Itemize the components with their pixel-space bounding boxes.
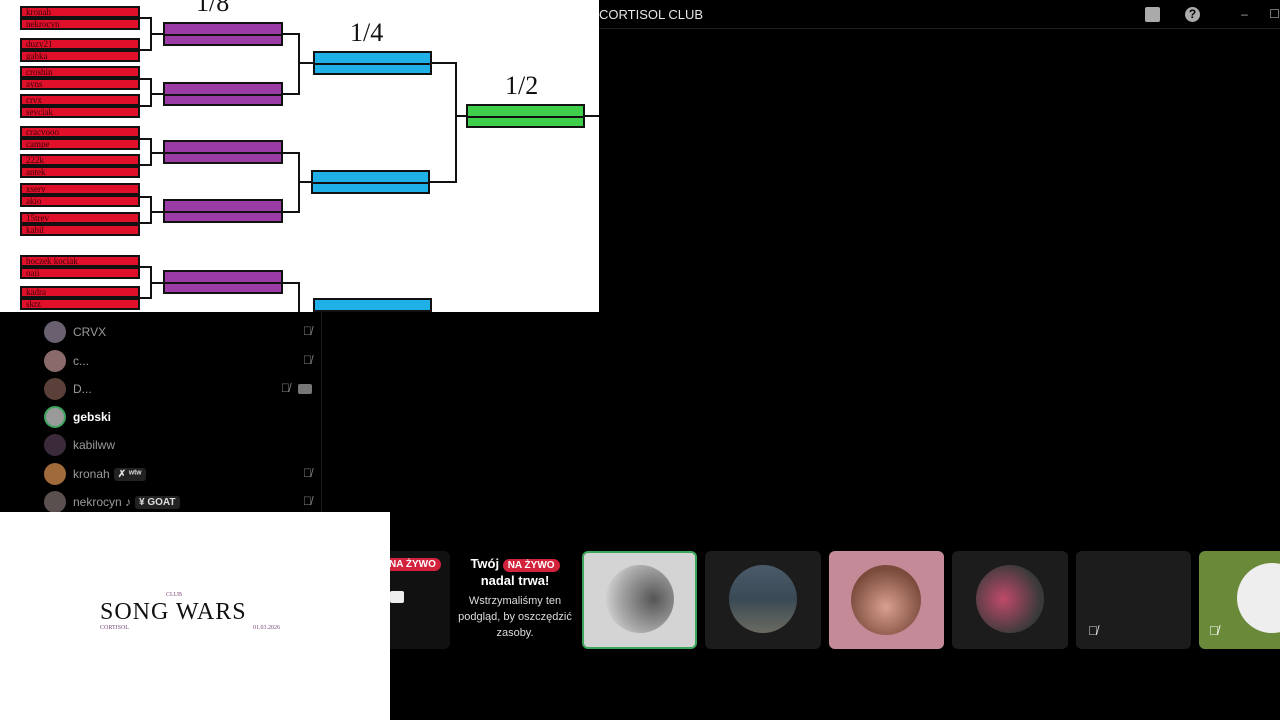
screen-icon (390, 591, 404, 603)
participant-tile[interactable]: 🎙̸ (1076, 551, 1191, 649)
participant-tile[interactable] (582, 551, 697, 649)
participant-tile[interactable]: 🎙̸ (1199, 551, 1280, 649)
member-name: nekrocyn ♪ (73, 495, 132, 509)
member-name: CRVX (73, 325, 107, 339)
r8-slot (163, 82, 283, 106)
bracket-player-slot: boczek kociak (20, 255, 140, 267)
bracket-player-slot: oaji (20, 267, 140, 279)
r4-slot (313, 298, 432, 312)
avatar (44, 350, 66, 372)
member-tag: ¥ GOAT (135, 495, 180, 509)
round-label-1-8: 1/8 (196, 0, 230, 17)
member-tag: ✗ ʷᵗʷ (113, 467, 146, 481)
mic-muted-icon: 🎙̸ (303, 466, 312, 480)
round-label-1-4: 1/4 (350, 18, 384, 47)
bracket-player-slot: ayns (20, 78, 140, 90)
member-item[interactable]: nekrocyn ♪¥ GOAT 🎙̸ (44, 490, 320, 514)
bracket-player-slot: 15trev (20, 212, 140, 224)
r4-slot (313, 51, 432, 75)
mic-muted-icon: 🎙̸ (281, 381, 290, 395)
bracket-player-slot: antek (20, 166, 140, 178)
logo-club: CLUB (166, 592, 183, 598)
bracket-player-slot: kabil (20, 224, 140, 236)
bracket-player-slot: kadra (20, 286, 140, 298)
bracket-player-slot: skrz (20, 298, 140, 310)
member-item[interactable]: D... 🎙̸ (44, 377, 320, 401)
participant-tile[interactable] (705, 551, 821, 649)
mic-muted-icon: 🎙̸ (303, 353, 312, 367)
round-label-1-2: 1/2 (505, 71, 539, 100)
avatar (44, 378, 66, 400)
avatar (606, 565, 674, 633)
avatar (44, 321, 66, 343)
bracket-player-slot: akio (20, 195, 140, 207)
logo-date: 01.03.2026 (253, 625, 280, 631)
avatar (976, 565, 1044, 633)
title-bar: CORTISOL CLUB ? – ☐ (599, 0, 1280, 29)
stream-paused-notice: Twój NA ŻYWO nadal trwa! Wstrzymaliśmy t… (455, 556, 575, 641)
r4-slot (311, 170, 430, 194)
bracket-player-slot: crvx (20, 94, 140, 106)
bracket-player-slot: nekrocyn (20, 18, 140, 30)
bracket-player-slot: 222k (20, 154, 140, 166)
member-name: kabilww (73, 438, 116, 452)
avatar (44, 463, 66, 485)
server-name: CORTISOL CLUB (599, 7, 704, 22)
voice-member-list: CRVX 🎙̸ c... 🎙̸ D... 🎙̸ gebski kabilww kron… (0, 312, 322, 514)
avatar (44, 491, 66, 513)
member-item[interactable]: c... 🎙̸ (44, 349, 320, 373)
member-item[interactable]: gebski (44, 405, 320, 429)
bracket-player-slot: kronah (20, 6, 140, 18)
r8-slot (163, 140, 283, 164)
notice-line1: Twój (470, 556, 500, 571)
inbox-icon[interactable] (1145, 7, 1160, 22)
mic-muted-icon: 🎙̸ (303, 324, 312, 338)
notice-line2: nadal trwa! (480, 573, 550, 588)
member-name: gebski (73, 410, 112, 424)
r8-slot (163, 22, 283, 46)
logo-title: SONG WARS (100, 599, 247, 625)
bracket-player-slot: campe (20, 138, 140, 150)
bracket-player-slot: gabka (20, 50, 140, 62)
logo-cortisol: CORTISOL (100, 625, 129, 631)
bracket-player-slot: xsery (20, 183, 140, 195)
bracket-player-slot: cracvooo (20, 126, 140, 138)
mic-muted-icon: 🎙̸ (303, 494, 312, 508)
maximize-icon[interactable]: ☐ (1269, 7, 1280, 21)
mic-muted-icon: 🎙̸ (1209, 623, 1219, 638)
avatar (729, 565, 797, 633)
r2-slot (466, 104, 585, 128)
participant-tile[interactable] (829, 551, 944, 649)
member-name: c... (73, 354, 90, 368)
notice-message: Wstrzymaliśmy ten podgląd, by oszczędzić… (458, 595, 572, 639)
avatar (44, 434, 66, 456)
minimize-icon[interactable]: – (1241, 7, 1248, 21)
participant-tile[interactable] (952, 551, 1068, 649)
member-item[interactable]: CRVX 🎙̸ (44, 320, 320, 344)
member-name: D... (73, 382, 92, 396)
video-icon (298, 384, 312, 394)
bracket-player-slot: duzy21 (20, 38, 140, 50)
r8-slot (163, 199, 283, 223)
mic-muted-icon: 🎙̸ (1088, 623, 1098, 638)
live-badge: NA ŻYWO (502, 559, 560, 572)
live-badge: NA ŻYWO (390, 558, 441, 571)
stream-tile[interactable]: NA ŻYWO (390, 551, 450, 649)
avatar (44, 406, 66, 428)
help-icon[interactable]: ? (1185, 7, 1200, 22)
bracket-player-slot: croshin (20, 66, 140, 78)
member-item[interactable]: kronah✗ ʷᵗʷ 🎙̸ (44, 462, 320, 486)
avatar (1237, 563, 1280, 633)
song-wars-logo: CLUB SONG WARS CORTISOL 01.03.2026 (0, 512, 390, 720)
bracket-player-slot: sevciak (20, 106, 140, 118)
r8-slot (163, 270, 283, 294)
member-name: kronah (73, 467, 110, 481)
avatar (851, 565, 921, 635)
member-item[interactable]: kabilww (44, 433, 320, 457)
